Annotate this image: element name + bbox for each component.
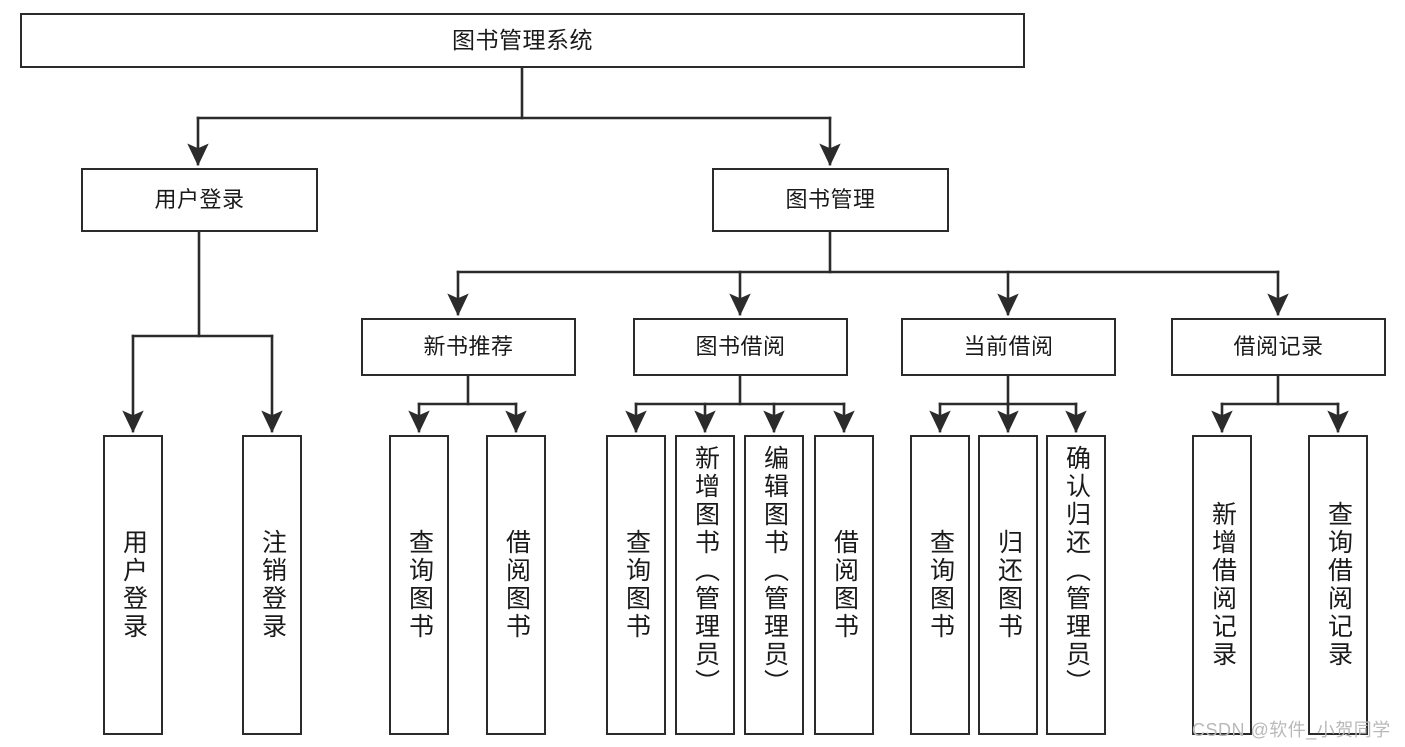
node-book-borrow[interactable]: 图书借阅 (633, 318, 848, 376)
node-label: 当前借阅 (963, 333, 1054, 359)
node-root-system[interactable]: 图书管理系统 (20, 13, 1025, 68)
leaf-query-borrow-record[interactable]: 查询借阅记录 (1308, 435, 1368, 735)
leaf-query-book-current[interactable]: 查询图书 (910, 435, 970, 735)
node-label: 编辑图书（管理员） (760, 445, 789, 697)
leaf-logout[interactable]: 注销登录 (242, 435, 302, 735)
node-label: 图书管理系统 (452, 26, 593, 53)
csdn-watermark: CSDN @软件_小贺同学 (1192, 720, 1391, 740)
node-label: 查询借阅记录 (1324, 501, 1353, 669)
node-borrow-record[interactable]: 借阅记录 (1171, 318, 1386, 376)
leaf-add-book-admin[interactable]: 新增图书（管理员） (675, 435, 735, 735)
leaf-borrow-book[interactable]: 借阅图书 (814, 435, 874, 735)
node-book-management[interactable]: 图书管理 (712, 168, 949, 232)
leaf-query-book-borrow[interactable]: 查询图书 (606, 435, 666, 735)
node-label: 用户登录 (154, 186, 245, 212)
leaf-edit-book-admin[interactable]: 编辑图书（管理员） (744, 435, 804, 735)
leaf-query-book-recommend[interactable]: 查询图书 (389, 435, 449, 735)
leaf-user-login[interactable]: 用户登录 (103, 435, 163, 735)
node-user-login[interactable]: 用户登录 (81, 168, 318, 232)
node-label: 新增图书（管理员） (691, 445, 720, 697)
node-label: 图书借阅 (695, 333, 786, 359)
node-label: 新增借阅记录 (1208, 501, 1237, 669)
leaf-confirm-return-admin[interactable]: 确认归还（管理员） (1046, 435, 1106, 735)
node-current-borrow[interactable]: 当前借阅 (901, 318, 1116, 376)
node-label: 确认归还（管理员） (1062, 445, 1091, 697)
leaf-borrow-book-recommend[interactable]: 借阅图书 (486, 435, 546, 735)
node-label: 借阅记录 (1233, 333, 1324, 359)
leaf-return-book[interactable]: 归还图书 (978, 435, 1038, 735)
node-label: 借阅图书 (830, 529, 859, 641)
node-new-book-recommend[interactable]: 新书推荐 (361, 318, 576, 376)
leaf-add-borrow-record[interactable]: 新增借阅记录 (1192, 435, 1252, 735)
node-label: 新书推荐 (423, 333, 514, 359)
node-label: 查询图书 (405, 529, 434, 641)
node-label: 查询图书 (926, 529, 955, 641)
node-label: 注销登录 (258, 529, 287, 641)
node-label: 用户登录 (119, 529, 148, 641)
node-label: 图书管理 (785, 186, 876, 212)
node-label: 借阅图书 (502, 529, 531, 641)
node-label: 归还图书 (994, 529, 1023, 641)
node-label: 查询图书 (622, 529, 651, 641)
